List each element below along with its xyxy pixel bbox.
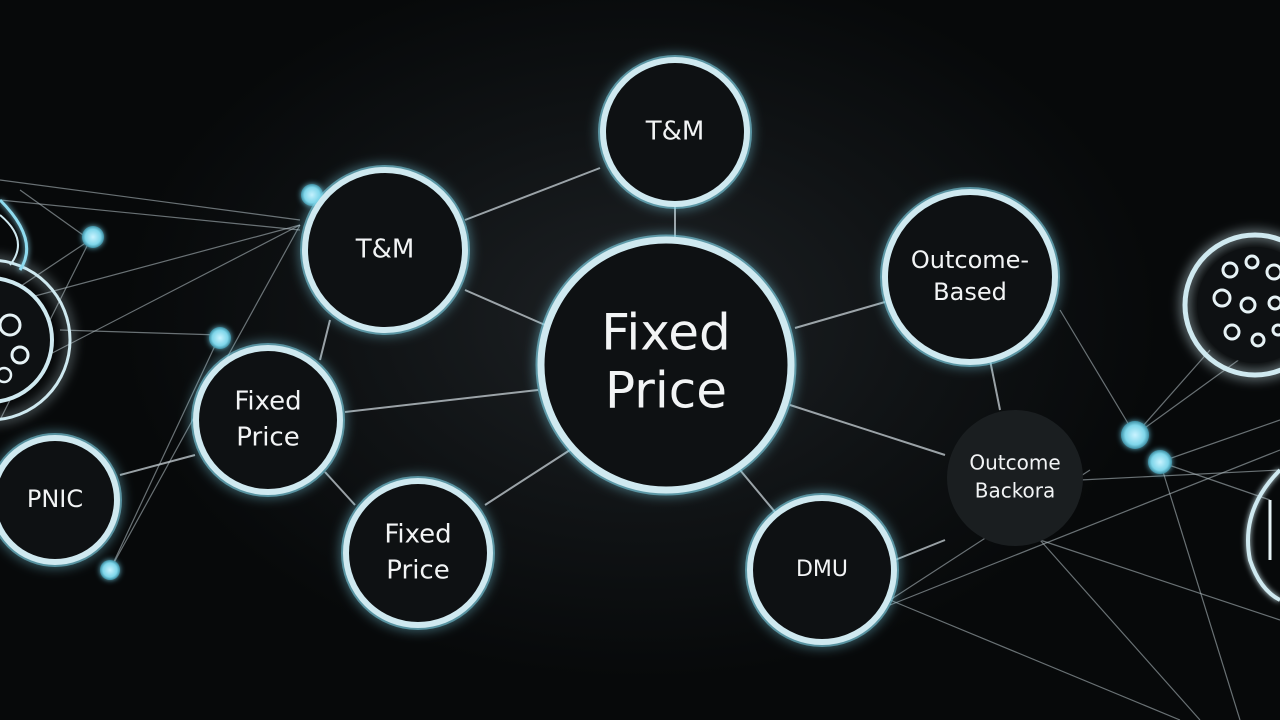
- node-circle: [882, 189, 1058, 365]
- node-circle: [343, 478, 493, 628]
- node-label: Based: [933, 278, 1007, 306]
- node-label: Price: [236, 423, 299, 453]
- main-edges: [119, 167, 1001, 561]
- node-label: Fixed: [384, 520, 451, 550]
- gear-cluster-icon: [0, 198, 72, 421]
- accent-dot: [209, 327, 231, 349]
- node-upper-left: T&M: [300, 165, 470, 335]
- node-label: PNIC: [27, 485, 83, 513]
- node-label: Fixed: [601, 304, 731, 362]
- background-lines-right: [889, 309, 1280, 720]
- node-bottom-right: DMU: [745, 493, 899, 647]
- accent-dots: [82, 184, 1172, 580]
- node-circle: [302, 167, 468, 333]
- cluster-icon: [1182, 232, 1280, 602]
- node-label: DMU: [796, 557, 848, 582]
- node-top: T&M: [598, 55, 752, 209]
- node-circle: [947, 410, 1083, 546]
- node-right-upper: Outcome- Based: [880, 187, 1060, 367]
- accent-dot: [1121, 421, 1149, 449]
- node-circle: [747, 495, 897, 645]
- node-label: Price: [386, 556, 449, 586]
- accent-dot: [1148, 450, 1172, 474]
- node-label: Price: [605, 362, 727, 420]
- node-circle: [537, 236, 795, 494]
- accent-dot: [100, 560, 120, 580]
- node-circle: [0, 435, 120, 565]
- accent-dot: [82, 226, 104, 248]
- node-circle: [193, 345, 343, 495]
- node-label: T&M: [355, 235, 415, 265]
- node-label: Backora: [975, 479, 1056, 503]
- node-label: T&M: [645, 117, 705, 147]
- node-far-left: PNIC: [0, 433, 122, 567]
- nodes-layer: T&MT&MFixedPriceFixedPriceFixedPricePNIC…: [0, 55, 1083, 647]
- node-circle: [600, 57, 750, 207]
- node-label: Fixed: [234, 387, 301, 417]
- node-label: Outcome: [969, 451, 1060, 475]
- node-label: Outcome-: [911, 246, 1029, 274]
